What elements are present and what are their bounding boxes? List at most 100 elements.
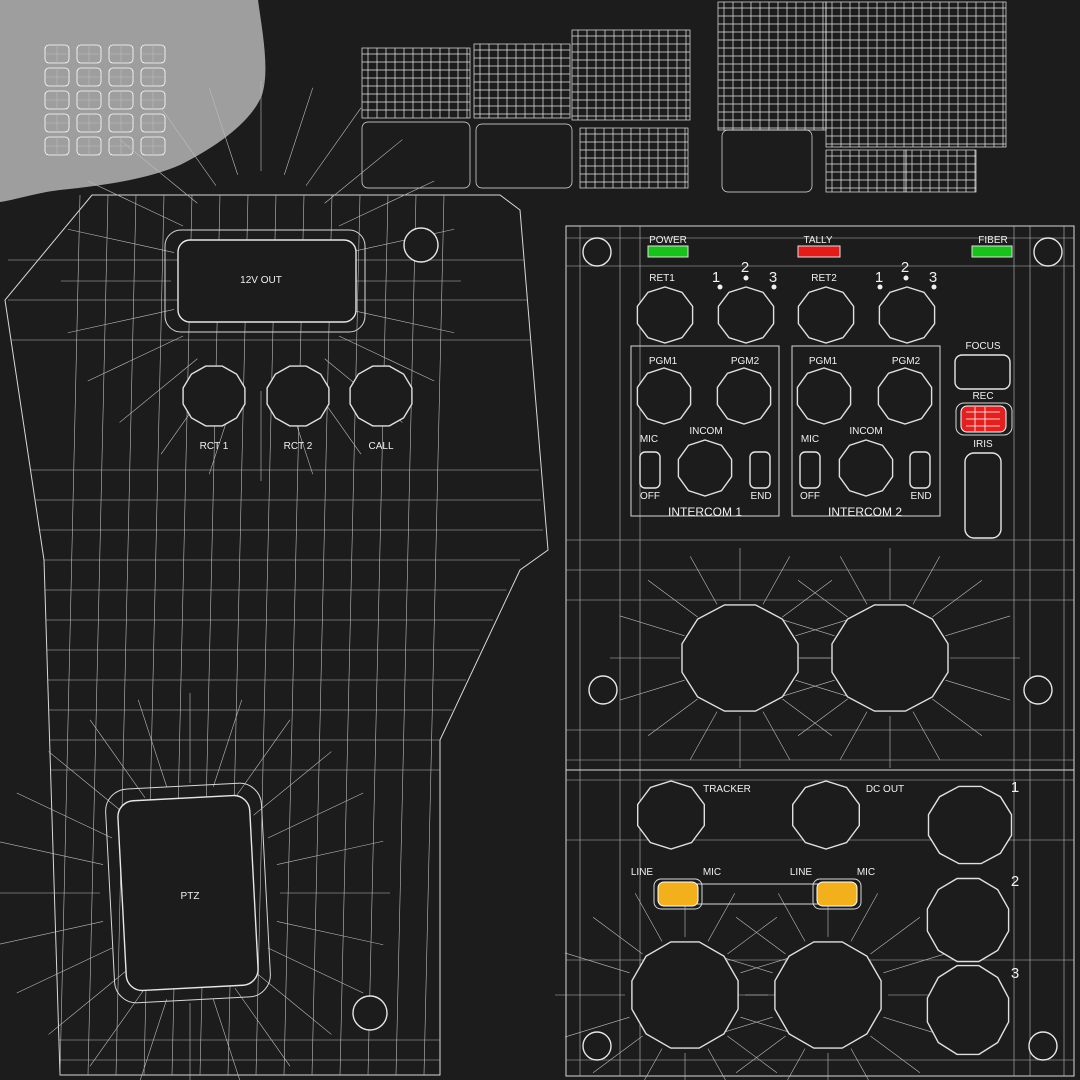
intercom2-label: INTERCOM 2 bbox=[828, 505, 902, 519]
mesh-edge bbox=[762, 711, 791, 760]
ret2-pos-1: 1 bbox=[875, 269, 883, 286]
mic2-label: MIC bbox=[857, 867, 875, 878]
mesh-edge bbox=[139, 999, 167, 1080]
mesh-edge bbox=[707, 1048, 726, 1080]
line-mic-switch-1[interactable] bbox=[657, 881, 699, 907]
mesh-edge bbox=[276, 840, 384, 865]
iris-slider[interactable] bbox=[964, 452, 1002, 539]
mesh-edge bbox=[592, 1035, 643, 1074]
12v-out-recess-outer bbox=[164, 229, 366, 333]
mesh-edge bbox=[87, 335, 184, 382]
ic1-pgm2-knob[interactable] bbox=[716, 367, 772, 425]
rct1-button[interactable] bbox=[182, 365, 246, 427]
mesh-edge bbox=[945, 615, 1011, 637]
ic1-pgm2-label: PGM2 bbox=[731, 356, 760, 367]
ptz-recess bbox=[117, 794, 259, 992]
mesh-edge bbox=[912, 711, 941, 760]
ic1-mic-switch[interactable] bbox=[639, 451, 661, 489]
intercom1-label: INTERCOM 1 bbox=[668, 505, 742, 519]
tally-label: TALLY bbox=[803, 235, 832, 246]
top-atlas-islands bbox=[361, 1, 1007, 193]
mesh-edge bbox=[253, 970, 332, 1035]
screw-hole bbox=[1028, 1031, 1058, 1061]
ic2-incom-knob[interactable] bbox=[838, 439, 894, 497]
ic1-pgm1-knob[interactable] bbox=[636, 367, 692, 425]
mesh-edge bbox=[267, 792, 364, 839]
ret2-knob[interactable] bbox=[797, 286, 855, 344]
line-mic-switch2-bezel bbox=[812, 878, 862, 910]
mesh-edge bbox=[883, 952, 949, 974]
intercom2-box bbox=[791, 345, 941, 517]
bottom-connector-right bbox=[774, 941, 882, 1049]
12v-out-label: 12V OUT bbox=[240, 275, 282, 286]
ptz-recess-outer bbox=[105, 782, 271, 1004]
connector-number-3: 3 bbox=[1011, 965, 1019, 982]
mesh-edge bbox=[0, 841, 104, 865]
mesh-edge bbox=[119, 358, 198, 423]
mesh-edge bbox=[283, 194, 305, 1076]
ic2-mic-switch[interactable] bbox=[799, 451, 821, 489]
ic2-end-switch[interactable] bbox=[909, 451, 931, 489]
ret1-pos-3: 3 bbox=[769, 269, 777, 286]
call-label: CALL bbox=[368, 441, 393, 452]
main-connector-right bbox=[831, 604, 949, 712]
mesh-edge bbox=[592, 916, 643, 955]
line-mic-channel bbox=[689, 883, 823, 905]
power-label: POWER bbox=[649, 235, 687, 246]
ic1-end-switch[interactable] bbox=[749, 451, 771, 489]
ret2-dot bbox=[877, 284, 883, 290]
ret2-dot bbox=[931, 284, 937, 290]
ret1-pos-2: 2 bbox=[741, 259, 749, 276]
fiber-label: FIBER bbox=[978, 235, 1007, 246]
connector-number-2: 2 bbox=[1011, 873, 1019, 890]
left-mesh bbox=[0, 81, 544, 1080]
main-connector-left bbox=[681, 604, 799, 712]
mesh-edge bbox=[839, 556, 868, 605]
mesh-edge bbox=[782, 579, 833, 618]
small-uv-islands bbox=[44, 44, 166, 156]
call-button[interactable] bbox=[349, 365, 413, 427]
rct2-button[interactable] bbox=[266, 365, 330, 427]
focus-button[interactable] bbox=[954, 354, 1011, 390]
mesh-edge bbox=[689, 556, 718, 605]
screw-hole bbox=[1023, 675, 1053, 705]
power-led bbox=[647, 245, 689, 258]
ic2-pgm2-label: PGM2 bbox=[892, 356, 921, 367]
connector-1 bbox=[927, 785, 1013, 865]
mesh-edge bbox=[797, 698, 848, 737]
ic1-incom-label: INCOM bbox=[689, 426, 722, 437]
ic2-pgm2-knob[interactable] bbox=[877, 367, 933, 425]
mesh-edge bbox=[267, 947, 364, 994]
ic2-off-label: OFF bbox=[800, 491, 820, 502]
mesh-edge bbox=[338, 180, 435, 227]
ret2-selector-knob[interactable] bbox=[878, 286, 936, 344]
ic1-off-label: OFF bbox=[640, 491, 660, 502]
mesh-edge bbox=[870, 1035, 921, 1074]
mesh-edge bbox=[284, 87, 314, 175]
mesh-edge bbox=[305, 107, 362, 186]
mesh-edge bbox=[137, 699, 167, 787]
mesh-edge bbox=[787, 1048, 806, 1080]
mesh-edge bbox=[727, 916, 778, 955]
ret1-knob[interactable] bbox=[636, 286, 694, 344]
mesh-edge bbox=[762, 556, 791, 605]
ic2-pgm1-knob[interactable] bbox=[796, 367, 852, 425]
mesh-edge bbox=[644, 1048, 663, 1080]
mesh-edge bbox=[213, 999, 241, 1080]
intercom1-box bbox=[630, 345, 780, 517]
ret1-selector-knob[interactable] bbox=[717, 286, 775, 344]
screw-hole bbox=[582, 237, 612, 267]
line2-label: LINE bbox=[790, 867, 813, 878]
line-mic-switch1-bezel bbox=[653, 878, 703, 910]
mesh-edge bbox=[367, 194, 389, 1076]
ic1-incom-knob[interactable] bbox=[677, 439, 733, 497]
ic1-mic-label: MIC bbox=[640, 434, 658, 445]
screw-hole bbox=[352, 995, 388, 1031]
ptz-label: PTZ bbox=[181, 891, 200, 902]
line-mic-switch-2[interactable] bbox=[816, 881, 858, 907]
ic2-mic-label: MIC bbox=[801, 434, 819, 445]
mesh-edge bbox=[347, 309, 455, 334]
mesh-edge bbox=[48, 970, 127, 1035]
